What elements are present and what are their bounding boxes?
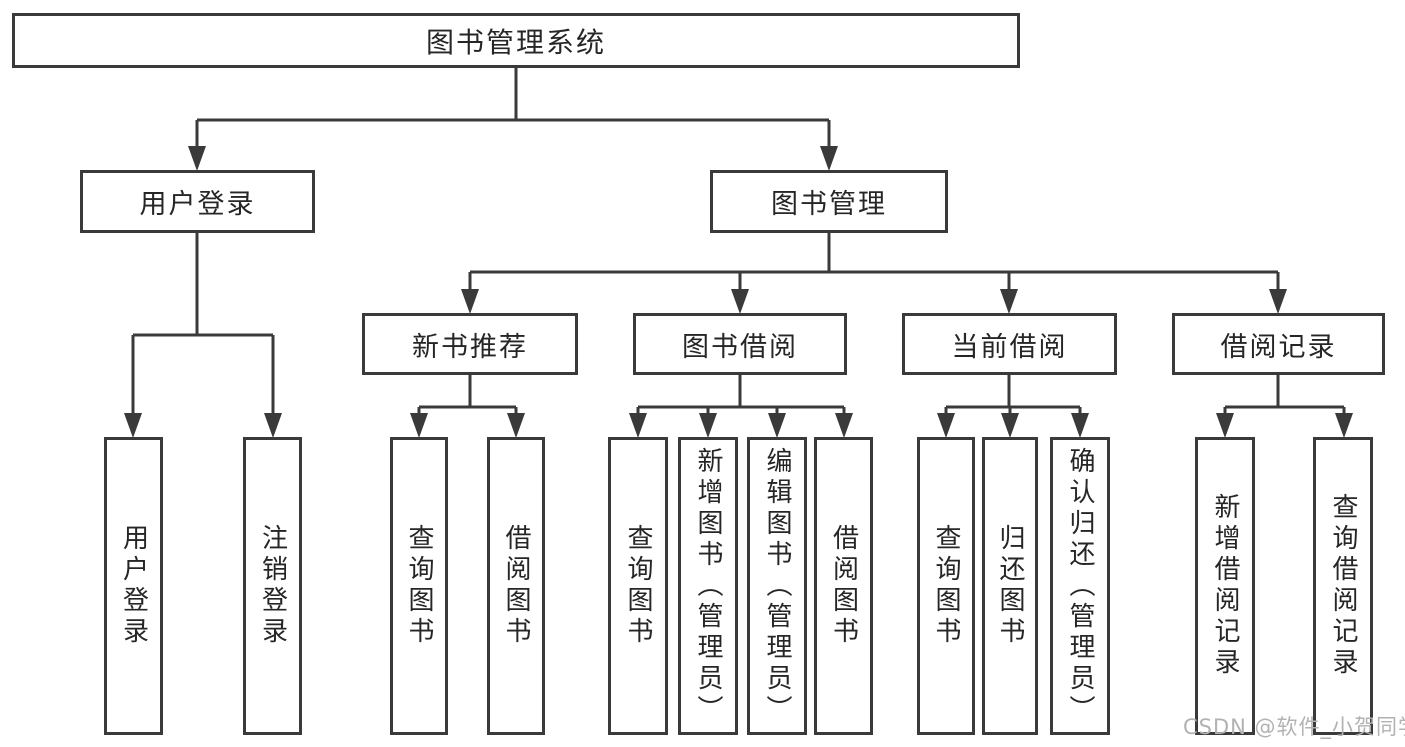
node-add-books-admin: 新增图书（管理员） [678,437,738,735]
node-return-books: 归还图书 [982,437,1038,735]
node-query-books-current: 查询图书 [917,437,975,735]
node-book-borrowing: 图书借阅 [633,313,847,375]
node-borrow-books-recommend: 借阅图书 [487,437,545,735]
node-library-management-system: 图书管理系统 [12,13,1020,68]
node-query-borrow-record: 查询借阅记录 [1313,437,1373,735]
node-new-book-recommendation: 新书推荐 [362,313,578,375]
node-user-login-action: 用户登录 [104,437,163,735]
node-current-borrowing: 当前借阅 [902,313,1117,375]
node-query-books-borrow: 查询图书 [608,437,668,735]
node-book-management: 图书管理 [710,170,948,233]
node-query-books-recommend: 查询图书 [390,437,448,735]
node-logout: 注销登录 [243,437,302,735]
node-borrow-books: 借阅图书 [814,437,873,735]
node-user-login: 用户登录 [80,170,315,233]
csdn-watermark: CSDN @软件_小贺同学 [1183,715,1405,739]
node-borrowing-records: 借阅记录 [1172,313,1385,375]
node-edit-books-admin: 编辑图书（管理员） [747,437,807,735]
node-add-borrow-record: 新增借阅记录 [1195,437,1255,735]
node-confirm-return-admin: 确认归还（管理员） [1050,437,1110,735]
